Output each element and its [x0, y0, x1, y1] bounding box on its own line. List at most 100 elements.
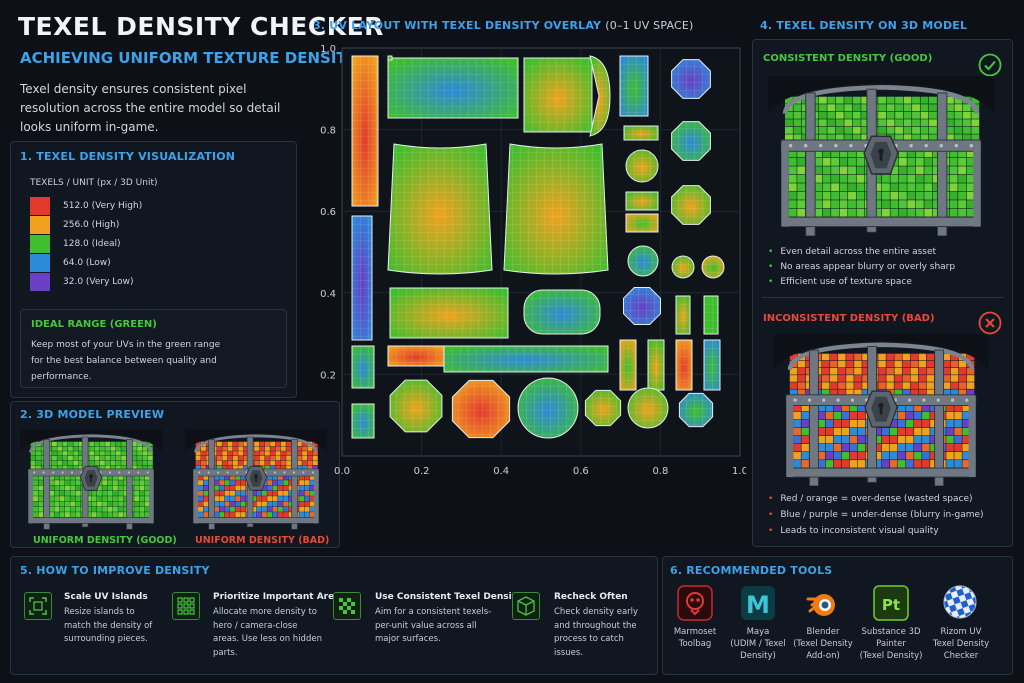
chest-texel-tile: [962, 427, 970, 436]
chest-texel-tile: [288, 490, 294, 496]
chest-texel-tile: [33, 490, 38, 496]
chest-texel-tile: [831, 149, 840, 158]
chest-texel-tile: [946, 435, 954, 444]
chest-texel-tile: [288, 506, 294, 512]
chest-texel-tile: [910, 353, 919, 361]
chest-texel-tile: [35, 446, 41, 451]
chest-texel-tile: [856, 208, 865, 217]
chest-texel-tile: [929, 119, 937, 127]
chest-texel-tile: [932, 191, 941, 200]
x-tick-label: 0.8: [652, 466, 668, 476]
chest-texel-tile: [222, 455, 228, 461]
chest-texel-tile: [75, 501, 81, 507]
ideal-range-title: IDEAL RANGE (GREEN): [31, 319, 157, 330]
chest-texel-tile: [932, 208, 941, 217]
chest-texel-tile: [307, 455, 313, 461]
chest-texel-tile: [797, 191, 806, 200]
chest-texel-tile: [918, 389, 927, 397]
chest-texel-tile: [30, 460, 36, 466]
chest-texel-tile: [219, 474, 225, 480]
chest-texel-tile: [110, 455, 116, 461]
maya-logo-letter: M: [746, 591, 770, 619]
chest-texel-tile: [945, 111, 954, 119]
check-icon: [978, 53, 1002, 77]
chest-texel-tile: [881, 443, 890, 452]
chest-texel-tile: [814, 208, 823, 217]
chest-texel-tile: [962, 419, 970, 428]
chest-texel-tile: [195, 455, 201, 461]
uv-island-dot: [387, 55, 393, 61]
chest-texel-tile: [288, 474, 294, 480]
chest-texel-tile: [251, 496, 257, 502]
chest-texel-tile: [238, 455, 244, 461]
chest-texel-tile: [846, 382, 854, 389]
chest-texel-tile: [898, 191, 907, 200]
chest-texel-tile: [38, 474, 44, 480]
chest-texel-tile: [30, 451, 36, 456]
chest-texel-tile: [256, 501, 262, 507]
chest-texel-tile: [785, 134, 793, 142]
chest-texel-tile: [962, 443, 970, 452]
chest-texel-tile: [227, 446, 233, 451]
chest-texel-tile: [147, 451, 153, 456]
chest-texel-tile: [788, 174, 797, 183]
chest-texel-tile: [833, 419, 842, 428]
chest-texel-tile: [873, 443, 882, 452]
chest-texel-tile: [299, 480, 305, 486]
chest-texel-tile: [299, 474, 305, 480]
chest-texel-tile: [240, 485, 246, 491]
chest-texel-tile: [115, 460, 121, 466]
chest-texel-tile: [267, 490, 273, 496]
tool-4-line-1: Substance 3D: [861, 627, 921, 637]
chest-texel-tile: [296, 460, 302, 466]
chest-texel-tile: [835, 111, 844, 119]
chest-texel-tile: [889, 443, 898, 452]
tool-rizom-name: Rizom UV Texel Density Checker: [921, 626, 1001, 662]
x-tick-label: 0.0: [334, 466, 350, 476]
chest-texel-tile: [906, 435, 914, 444]
chest-texel-tile: [827, 119, 836, 127]
chest-texel-tile: [924, 166, 933, 175]
chest-texel-tile: [914, 419, 922, 428]
chest-texel-tile: [949, 200, 958, 209]
chest-good-preview: [20, 428, 162, 530]
tool-substance-name: Substance 3D Painter (Texel Density): [851, 626, 931, 662]
chest-texel-tile: [222, 441, 228, 447]
chest-texel-tile: [862, 353, 870, 361]
chest-texel-tile: [219, 485, 225, 491]
chest-texel-tile: [105, 451, 111, 456]
legend-swatch: [30, 216, 50, 234]
bad-bullet-3: Leads to inconsistent visual quality: [768, 526, 938, 536]
good-bullet-3: Efficient use of texture space: [768, 277, 912, 287]
chest-texel-tile: [854, 353, 862, 361]
chest-texel-tile: [78, 446, 84, 451]
chest-texel-tile: [844, 134, 853, 142]
page-subtitle: ACHIEVING UNIFORM TEXTURE DENSITY: [20, 49, 358, 67]
chest-texel-tile: [62, 465, 68, 470]
chest-texel-tile: [873, 452, 882, 460]
chest-texel-tile: [48, 496, 54, 502]
chest-texel-tile: [33, 485, 38, 491]
chest-texel-tile: [229, 496, 235, 502]
chest-texel-tile: [942, 389, 951, 397]
chest-texel-tile: [131, 451, 137, 456]
chest-texel-tile: [33, 474, 38, 480]
chest-texel-tile: [216, 460, 222, 466]
chest-texel-tile: [830, 360, 838, 368]
tip-4-text: Check density early and throughout the p…: [554, 607, 639, 658]
chest-texel-tile: [139, 480, 145, 486]
chest-texel-tile: [954, 111, 963, 119]
chest-texel-tile: [950, 375, 959, 382]
chest-texel-tile: [954, 134, 963, 142]
chest-texel-tile: [857, 419, 866, 428]
chest-texel-tile: [78, 455, 84, 461]
chest-texel-tile: [213, 506, 219, 512]
chest-texel-tile: [954, 403, 962, 412]
bad-bullet-1: Red / orange = over-dense (wasted space): [768, 494, 972, 504]
chest-texel-tile: [903, 119, 912, 127]
chest-texel-tile: [822, 157, 831, 166]
chest-texel-tile: [235, 474, 241, 480]
chest-texel-tile: [962, 111, 971, 119]
chest-texel-tile: [270, 460, 276, 466]
chest-texel-tile: [238, 441, 244, 447]
